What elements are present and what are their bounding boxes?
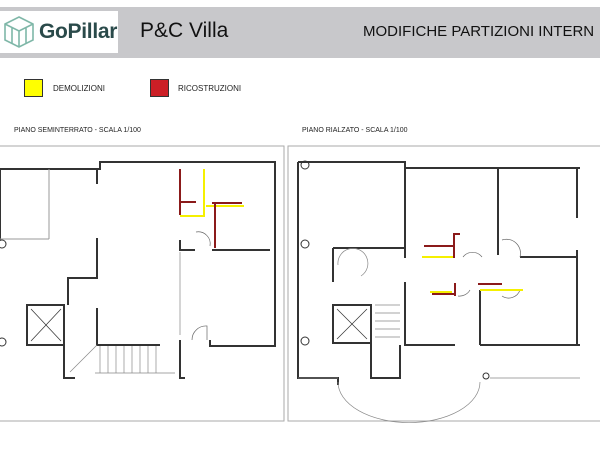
ground-floor-reconstructions (424, 233, 502, 296)
plan-frame-ground-floor (287, 145, 600, 422)
legend-label-reconstruction: RICOSTRUZIONI (178, 84, 242, 93)
project-title: P&C Villa (140, 19, 229, 42)
gopillar-logo: GoPillar (0, 11, 118, 53)
title-banner: GoPillar P&C Villa MODIFICHE PARTIZIONI … (0, 7, 600, 58)
drawing-subject: MODIFICHE PARTIZIONI INTERN (363, 23, 595, 40)
pillar-logo-icon (4, 16, 34, 48)
plan-frame-basement (0, 145, 285, 422)
basement-plan (0, 161, 276, 379)
plan-title-ground-floor: PIANO RIALZATO - SCALA 1/100 (302, 127, 408, 134)
legend-swatch-demolition (24, 79, 43, 97)
plan-title-basement: PIANO SEMINTERRATO - SCALA 1/100 (14, 127, 141, 134)
basement-demolitions (180, 169, 244, 217)
basement-reconstructions (179, 169, 242, 248)
legend-label-demolition: DEMOLIZIONI (53, 84, 106, 93)
legend-swatch-reconstruction (150, 79, 169, 97)
logo-text: GoPillar (39, 20, 118, 43)
ground-floor-demolitions (422, 256, 523, 293)
ground-floor-plan (297, 160, 580, 423)
